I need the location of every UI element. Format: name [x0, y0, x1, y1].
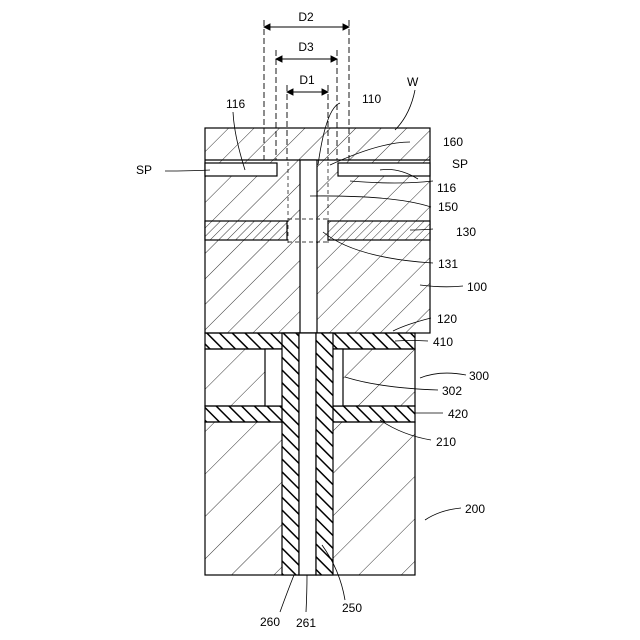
label-100: 100	[467, 280, 487, 294]
dimension-d3-label: D3	[298, 40, 314, 54]
label-131: 131	[438, 257, 458, 271]
label-410: 410	[433, 335, 453, 349]
label-250: 250	[342, 601, 362, 615]
label-110: 110	[362, 92, 381, 106]
label-116-top: 116	[226, 97, 245, 111]
label-w: W	[407, 75, 419, 89]
upper-die-w	[205, 128, 430, 333]
via-channel-150	[300, 160, 317, 333]
label-300: 300	[469, 369, 489, 383]
via-core-261	[299, 333, 316, 575]
label-420: 420	[448, 407, 468, 421]
label-261: 261	[296, 616, 316, 630]
via-liner-right-hatch	[316, 333, 333, 575]
label-120: 120	[437, 312, 457, 326]
via-liner-left-hatch	[282, 333, 299, 575]
dimension-d1-label: D1	[299, 73, 315, 87]
layer-130-left-hatch	[205, 221, 287, 240]
dimension-d2-label: D2	[298, 10, 314, 24]
label-200: 200	[465, 502, 485, 516]
label-116-right: 116	[437, 181, 456, 195]
space-sp-left	[205, 163, 277, 176]
label-210: 210	[436, 435, 456, 449]
label-160: 160	[443, 135, 463, 149]
label-sp-left: SP	[136, 163, 152, 177]
label-260: 260	[260, 615, 280, 629]
label-302: 302	[442, 384, 462, 398]
through-via-250	[282, 333, 333, 575]
label-130: 130	[456, 225, 476, 239]
layer-130-right-hatch	[328, 221, 430, 240]
label-sp-right: SP	[452, 157, 468, 171]
label-150: 150	[438, 200, 458, 214]
